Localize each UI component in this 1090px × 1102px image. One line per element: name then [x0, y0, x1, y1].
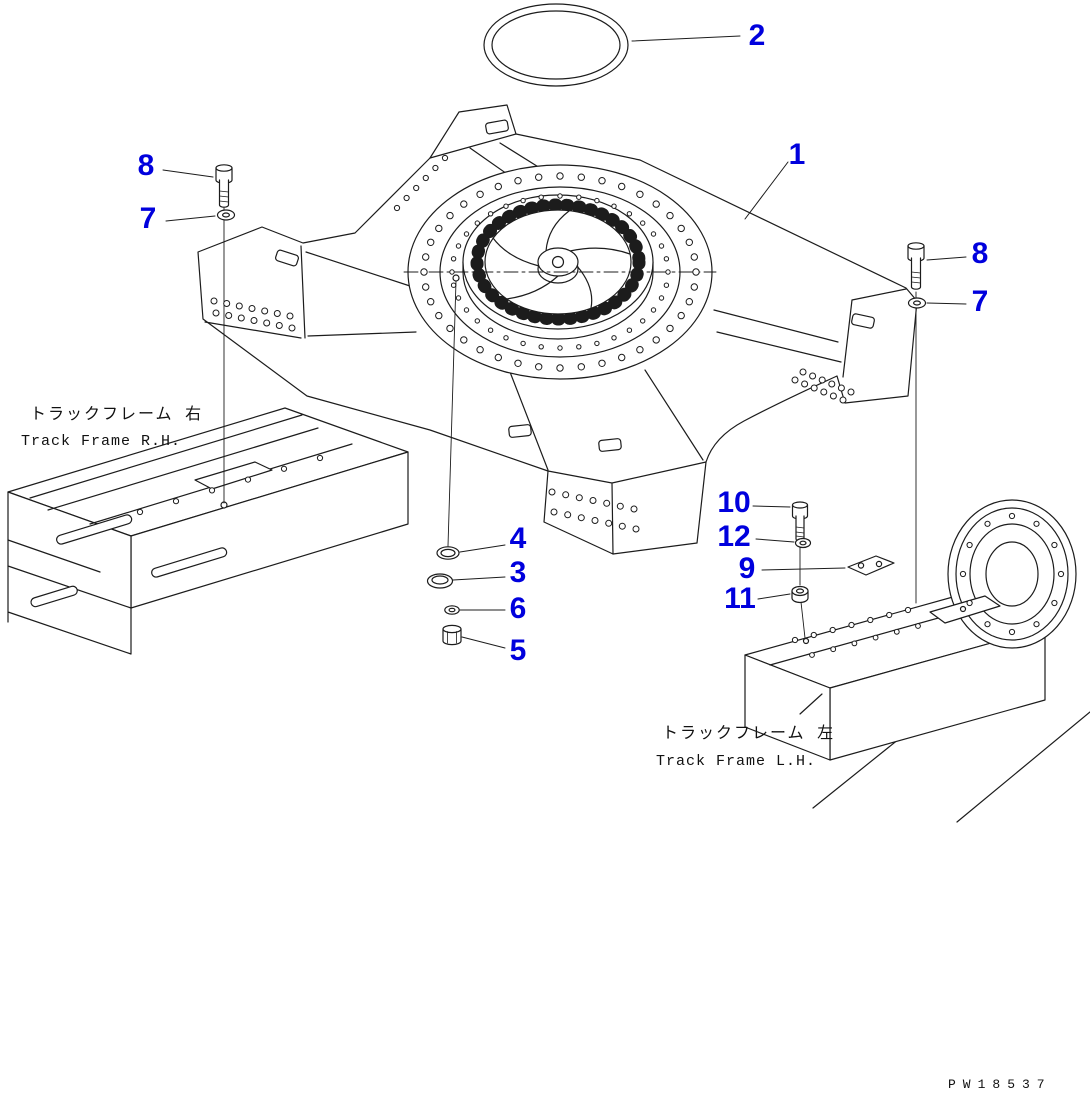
grommet-11-drawing — [791, 585, 809, 604]
plug-3-drawing — [426, 573, 454, 589]
callout-bolt-8-right: 8 — [971, 237, 989, 270]
label-track-frame-lh-en: Track Frame L.H. — [656, 753, 817, 770]
callout-washer-7-right: 7 — [971, 285, 989, 318]
plate-9-drawing — [847, 555, 895, 576]
callout-snap-ring-4: 4 — [509, 522, 527, 555]
washer-12-drawing — [794, 537, 812, 549]
callout-washer-12: 12 — [717, 520, 751, 553]
label-track-frame-rh-jp: トラックフレーム 右 — [30, 406, 204, 424]
label-track-frame-rh-en: Track Frame R.H. — [21, 433, 182, 450]
washer-7-right-drawing — [907, 297, 927, 309]
figure-code: PW18537 — [948, 1077, 1052, 1092]
label-track-frame-lh-jp: トラックフレーム 左 — [662, 725, 836, 743]
nut-5-drawing — [442, 624, 462, 646]
leader-lines — [162, 35, 967, 649]
callout-washer-6: 6 — [509, 592, 527, 625]
bolt-8-left-drawing — [215, 164, 233, 208]
callout-plug-3: 3 — [509, 556, 527, 589]
callout-plate-9: 9 — [738, 552, 756, 585]
bolt-10-drawing — [791, 501, 809, 542]
callout-seal-ring: 2 — [748, 19, 766, 52]
track-frame-rh-drawing — [7, 407, 409, 655]
bolt-holes — [136, 154, 1065, 658]
callout-main-frame: 1 — [788, 138, 806, 171]
washer-6-drawing — [444, 605, 460, 615]
track-frame-lh-drawing — [744, 499, 1090, 823]
main-frame-drawing — [197, 104, 918, 555]
callout-bolt-10: 10 — [717, 486, 751, 519]
callout-grommet-11: 11 — [724, 582, 756, 615]
callout-bolt-8-left: 8 — [137, 149, 155, 182]
seal-ring-drawing — [483, 3, 629, 87]
bolt-8-right-drawing — [907, 242, 925, 290]
callout-washer-7-left: 7 — [139, 202, 157, 235]
callout-nut-5: 5 — [509, 634, 527, 667]
washer-7-left-drawing — [216, 209, 236, 221]
snap-ring-4-drawing — [436, 546, 460, 560]
